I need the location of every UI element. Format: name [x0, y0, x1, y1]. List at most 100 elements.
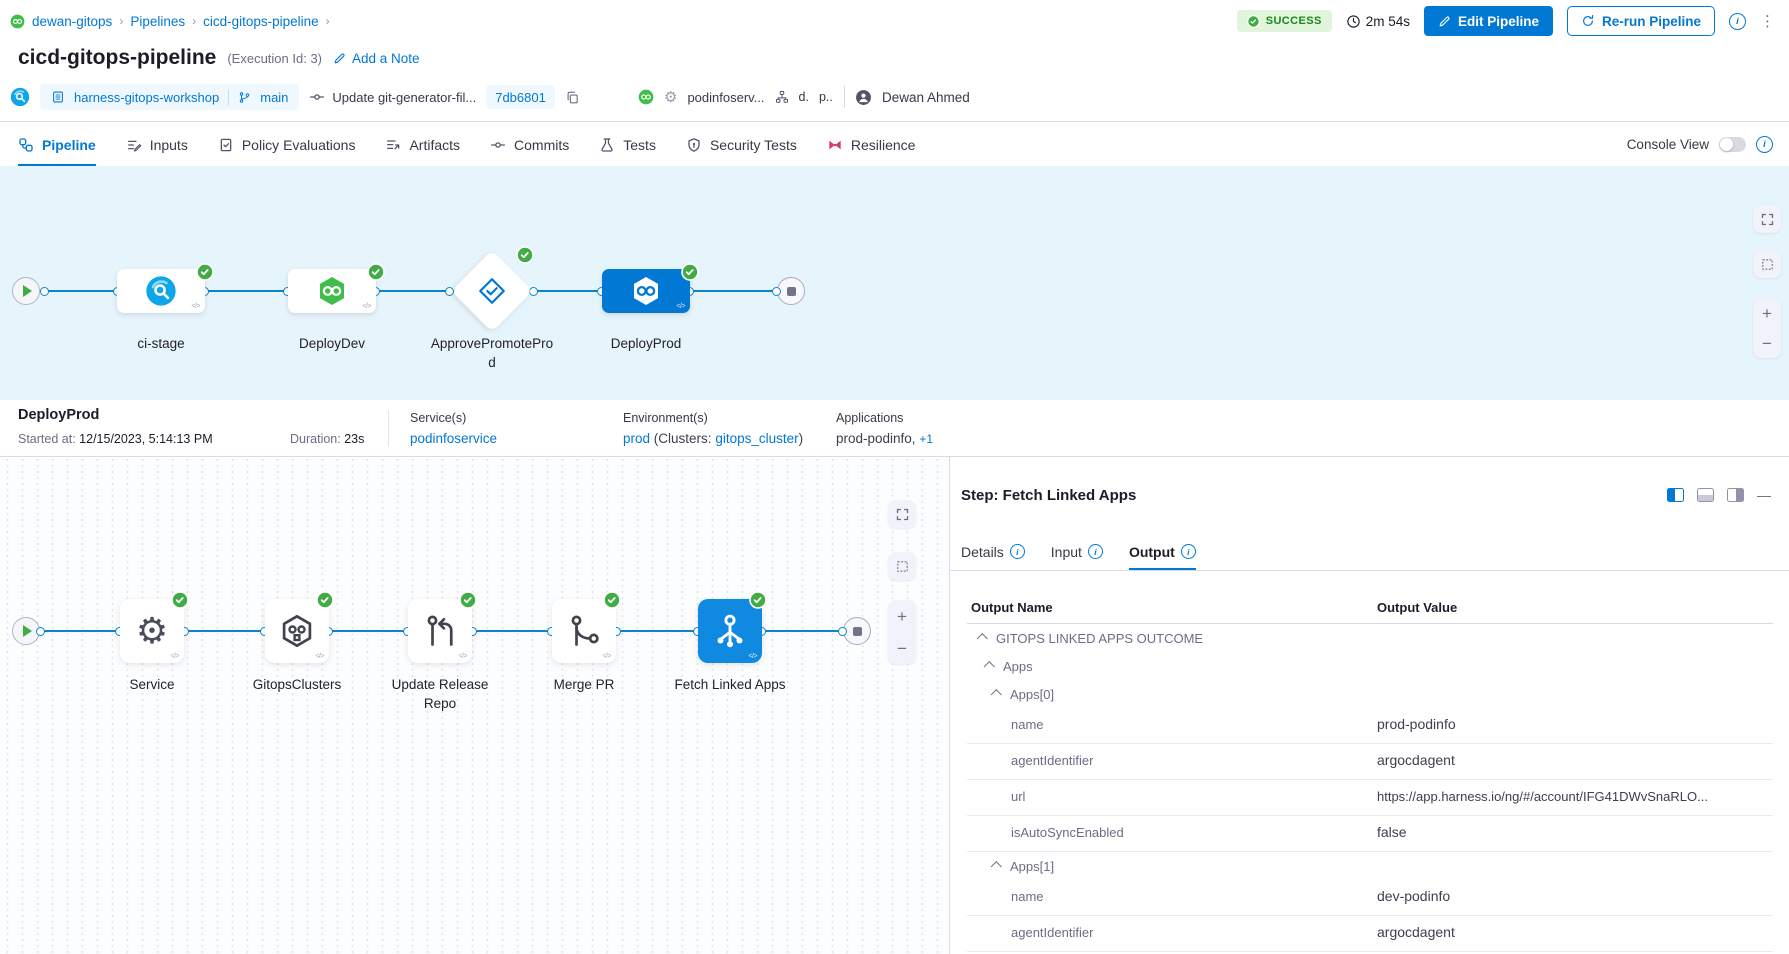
as-code-icon: </> — [362, 303, 371, 310]
collapse-chevron-icon[interactable] — [976, 633, 988, 645]
tab-artifacts[interactable]: Artifacts — [385, 122, 460, 167]
edit-pipeline-label: Edit Pipeline — [1457, 13, 1539, 29]
step-label[interactable]: Update Release Repo — [391, 677, 489, 711]
repository-icon — [51, 90, 65, 104]
tab-label: Input — [1050, 543, 1082, 560]
artifacts-icon — [385, 137, 401, 153]
step-node-gitopsclusters[interactable]: </> — [265, 599, 329, 663]
tab-tests[interactable]: Tests — [599, 122, 656, 167]
output-group-row[interactable]: Apps — [967, 652, 1773, 680]
stage-node-deployprod[interactable]: </> — [602, 269, 690, 313]
step-label[interactable]: GitopsClusters — [252, 677, 342, 692]
tab-resilience[interactable]: Resilience — [827, 122, 915, 167]
collapse-chevron-icon[interactable] — [983, 661, 995, 673]
service-link[interactable]: podinfoservice — [410, 431, 498, 446]
step-label[interactable]: Merge PR — [553, 677, 615, 692]
as-code-icon: </> — [191, 303, 200, 310]
details-info-icon[interactable]: i — [1009, 544, 1025, 559]
zoom-in-button[interactable]: + — [897, 606, 907, 626]
stage-label[interactable]: DeployProd — [610, 336, 682, 351]
collapse-chevron-icon[interactable] — [990, 861, 1002, 873]
tab-security-tests[interactable]: Security Tests — [686, 122, 797, 167]
step-graph-canvas[interactable]: ⚙ </> </> </> </> </> Service GitopsClus… — [0, 457, 949, 954]
step-node-merge-pr[interactable]: </> — [552, 599, 616, 663]
zoom-controls: + − — [1753, 298, 1781, 358]
tab-input[interactable]: Input i — [1051, 535, 1103, 570]
tab-details[interactable]: Details i — [961, 535, 1025, 570]
rerun-info-icon[interactable]: i — [1729, 12, 1746, 30]
breadcrumb-pipeline-name[interactable]: cicd-gitops-pipeline — [203, 13, 319, 29]
success-check-icon — [1247, 15, 1260, 28]
breadcrumb-project[interactable]: dewan-gitops — [32, 13, 113, 29]
stage-node-ci-stage[interactable]: </> — [117, 269, 205, 313]
stage-summary-name: DeployProd — [18, 407, 100, 423]
step-node-fetch-linked-apps[interactable]: </> — [698, 599, 762, 663]
marquee-select-button[interactable] — [888, 552, 916, 580]
inputs-icon — [126, 137, 142, 153]
execution-actions: SUCCESS 2m 54s Edit Pipeline Re-run Pipe… — [1236, 0, 1775, 42]
step-success-icon — [749, 591, 767, 609]
layout-right-panel-icon[interactable] — [1667, 488, 1684, 502]
output-group-row[interactable]: GITOPS LINKED APPS OUTCOME — [967, 624, 1773, 652]
rerun-pipeline-button[interactable]: Re-run Pipeline — [1566, 6, 1715, 36]
collapse-chevron-icon[interactable] — [990, 689, 1002, 701]
more-options-icon[interactable]: ⋮ — [1760, 12, 1775, 30]
console-view-group: Console View i — [1627, 122, 1773, 167]
environment-link[interactable]: prod — [623, 431, 651, 446]
console-view-info-icon[interactable]: i — [1756, 136, 1773, 153]
tab-pipeline[interactable]: Pipeline — [18, 122, 96, 167]
output-info-icon[interactable]: i — [1180, 544, 1196, 559]
marquee-select-button[interactable] — [1753, 250, 1781, 278]
repo-branch-pill[interactable]: harness-gitops-workshop main — [40, 84, 300, 110]
add-note-button[interactable]: Add a Note — [333, 51, 420, 66]
stage-label[interactable]: DeployDev — [298, 336, 366, 351]
expand-canvas-button[interactable] — [1753, 205, 1781, 233]
console-view-toggle[interactable] — [1719, 137, 1746, 152]
branch-name[interactable]: main — [260, 89, 289, 105]
step-label[interactable]: Service — [129, 677, 175, 692]
zoom-in-button[interactable]: + — [1762, 303, 1772, 323]
resilience-icon — [827, 137, 843, 153]
stage-node-deploydev[interactable]: </> — [288, 269, 376, 313]
stage-label[interactable]: ci-stage — [137, 336, 185, 351]
service-name-short[interactable]: podinfoserv... — [687, 89, 765, 105]
layout-side-panel-icon[interactable] — [1727, 488, 1744, 502]
user-avatar-icon — [855, 89, 872, 106]
cluster-link[interactable]: gitops_cluster — [715, 431, 799, 446]
copy-icon[interactable] — [565, 90, 580, 105]
connector-line — [472, 630, 552, 632]
connector-line — [44, 290, 117, 292]
step-node-service[interactable]: ⚙ </> — [120, 599, 184, 663]
output-group-row[interactable]: Apps[0] — [967, 680, 1773, 708]
pencil-icon — [333, 52, 346, 65]
expand-icon — [895, 507, 910, 522]
commit-sha[interactable]: 7db6801 — [486, 85, 555, 109]
layout-bottom-panel-icon[interactable] — [1697, 488, 1714, 502]
tab-output[interactable]: Output i — [1128, 535, 1196, 570]
input-info-icon[interactable]: i — [1087, 544, 1103, 559]
minimize-panel-icon[interactable]: — — [1757, 487, 1771, 503]
step-label[interactable]: Fetch Linked Apps — [674, 677, 786, 692]
update-repo-icon — [422, 613, 458, 649]
commit-message[interactable]: Update git-generator-fil... — [332, 89, 477, 105]
repo-name[interactable]: harness-gitops-workshop — [74, 89, 220, 105]
breadcrumb-pipelines[interactable]: Pipelines — [130, 13, 186, 29]
zoom-out-button[interactable]: − — [897, 638, 907, 658]
pipeline-start-node[interactable] — [12, 277, 40, 305]
step-node-update-release-repo[interactable]: </> — [408, 599, 472, 663]
edit-pipeline-button[interactable]: Edit Pipeline — [1423, 6, 1553, 36]
tab-inputs[interactable]: Inputs — [126, 122, 188, 167]
stage-label[interactable]: ApprovePromoteProd — [430, 336, 554, 370]
stop-icon — [852, 626, 862, 636]
stage-graph-canvas[interactable]: </> </> </> ci-stage DeployDev ApprovePr… — [0, 166, 1789, 400]
stage-success-icon — [516, 246, 534, 264]
stage-success-icon — [196, 263, 214, 281]
duration-value: 23s — [344, 432, 365, 446]
tab-policy-evaluations[interactable]: Policy Evaluations — [218, 122, 355, 167]
tab-commits[interactable]: Commits — [490, 122, 569, 167]
output-value-link[interactable]: https://app.harness.io/ng/#/account/IFG4… — [1377, 789, 1708, 804]
applications-more-link[interactable]: +1 — [919, 432, 934, 446]
expand-canvas-button[interactable] — [888, 500, 916, 528]
output-group-row[interactable]: Apps[1] — [967, 852, 1773, 880]
zoom-out-button[interactable]: − — [1762, 333, 1772, 353]
